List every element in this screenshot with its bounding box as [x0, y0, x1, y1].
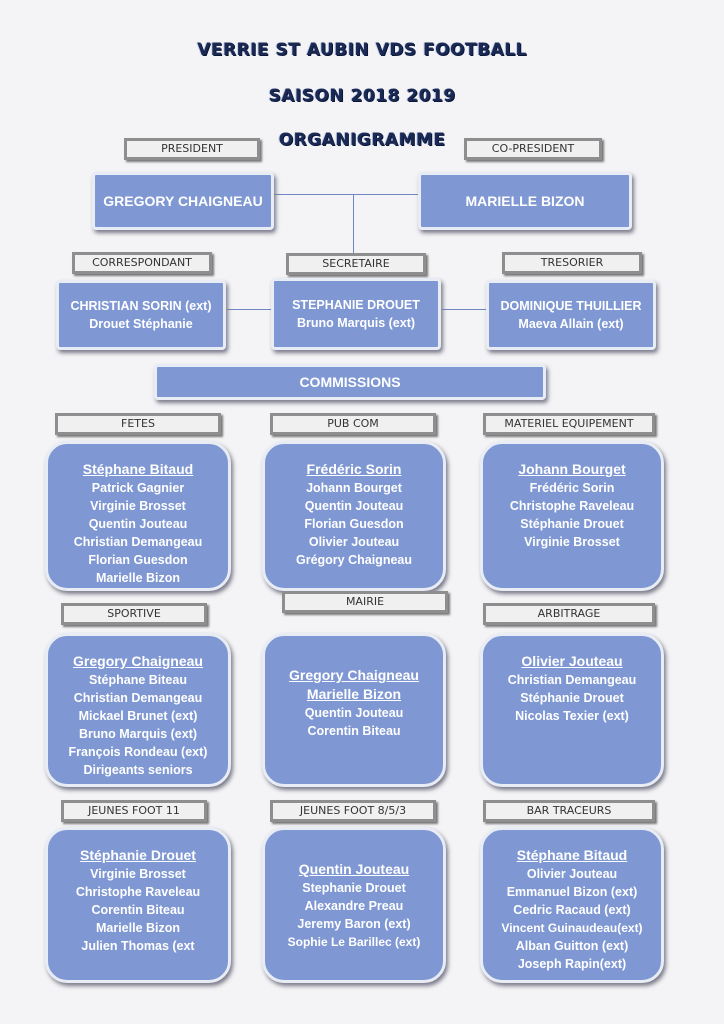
- chart-title: ORGANIGRAMME: [278, 130, 446, 150]
- correspondant-box: CHRISTIAN SORIN (ext) Drouet Stéphanie: [56, 280, 226, 350]
- commission-member: Frédéric Sorin: [529, 481, 615, 495]
- commission-member: Emmanuel Bizon (ext): [506, 885, 638, 899]
- secretaire-label: SECRETAIRE: [286, 253, 426, 275]
- tresorier-name-2: Maeva Allain (ext): [518, 317, 624, 331]
- commission-label: MATERIEL EQUIPEMENT: [483, 413, 655, 435]
- secretaire-name-2: Bruno Marquis (ext): [296, 316, 416, 330]
- commission-member: Mickael Brunet (ext): [78, 709, 198, 723]
- commission-member: Christian Demangeau: [73, 535, 203, 549]
- tresorier-label: TRESORIER: [502, 252, 642, 274]
- commission-member: Stephanie Drouet: [302, 881, 406, 895]
- commission-member: Christian Demangeau: [507, 673, 637, 687]
- commission-head: Gregory Chaigneau: [289, 667, 419, 683]
- commission-member: Florian Guesdon: [304, 517, 404, 531]
- tresorier-box: DOMINIQUE THUILLIER Maeva Allain (ext): [486, 280, 656, 350]
- commission-member: Corentin Biteau: [91, 903, 185, 917]
- commission-member: Corentin Biteau: [307, 724, 401, 738]
- correspondant-label: CORRESPONDANT: [72, 252, 212, 274]
- commission-member: Marielle Bizon: [95, 921, 181, 935]
- commission-member: Cedric Racaud (ext): [513, 903, 631, 917]
- commission-member: Marielle Bizon: [95, 571, 181, 585]
- connector-pres-copres: [272, 194, 418, 195]
- connector-vertical: [353, 194, 354, 254]
- commission-member: Virginie Brosset: [524, 535, 620, 549]
- commission-label: ARBITRAGE: [483, 603, 655, 625]
- commission-member: Christophe Raveleau: [509, 499, 635, 513]
- commission-head: Johann Bourget: [518, 461, 626, 477]
- commission-member: Stéphane Biteau: [89, 673, 187, 687]
- commission-member: Dirigeants seniors: [83, 763, 193, 777]
- commission-label: SPORTIVE: [61, 603, 207, 625]
- president-label: PRESIDENT: [124, 138, 260, 160]
- copresident-box: MARIELLE BIZON: [418, 172, 632, 230]
- commission-head: Olivier Jouteau: [521, 653, 623, 669]
- commissions-header: COMMISSIONS: [154, 364, 546, 400]
- correspondant-name-1: CHRISTIAN SORIN (ext): [70, 299, 212, 313]
- commission-head: Stéphane Bitaud: [516, 847, 628, 863]
- secretaire-name-1: STEPHANIE DROUET: [292, 298, 420, 312]
- connector-corr-secr: [227, 309, 272, 310]
- commission-label: MAIRIE: [282, 591, 448, 613]
- commission-member: Stéphanie Drouet: [520, 691, 624, 705]
- commission-member: Virginie Brosset: [90, 499, 186, 513]
- president-box: GREGORY CHAIGNEAU: [92, 172, 274, 230]
- commission-member: Quentin Jouteau: [304, 706, 404, 720]
- commission-member: Olivier Jouteau: [308, 535, 400, 549]
- commission-label: BAR TRACEURS: [483, 800, 655, 822]
- commission-member: Joseph Rapin(ext): [517, 957, 627, 971]
- copresident-label: CO-PRESIDENT: [464, 138, 602, 160]
- commission-member: Julien Thomas (ext: [81, 939, 195, 953]
- season-title: SAISON 2018 2019: [268, 86, 456, 106]
- commission-member: Stéphanie Drouet: [520, 517, 624, 531]
- commission-member: Virginie Brosset: [90, 867, 186, 881]
- commission-member: Alban Guitton (ext): [515, 939, 629, 953]
- club-title: VERRIE ST AUBIN VDS FOOTBALL: [197, 40, 527, 60]
- commission-member: Vincent Guinaudeau(ext): [501, 921, 643, 935]
- commission-head: Stéphanie Drouet: [80, 847, 196, 863]
- commission-member: Grégory Chaigneau: [296, 553, 412, 567]
- commission-member: Florian Guesdon: [88, 553, 188, 567]
- tresorier-name-1: DOMINIQUE THUILLIER: [500, 299, 642, 313]
- commission-head: Quentin Jouteau: [298, 861, 410, 877]
- correspondant-name-2: Drouet Stéphanie: [89, 317, 193, 331]
- copresident-name: MARIELLE BIZON: [465, 193, 585, 209]
- president-name: GREGORY CHAIGNEAU: [103, 193, 263, 209]
- commission-member: Sophie Le Barillec (ext): [287, 935, 421, 949]
- secretaire-box: STEPHANIE DROUET Bruno Marquis (ext): [271, 278, 441, 350]
- commission-member: Quentin Jouteau: [88, 517, 188, 531]
- commission-member: Patrick Gagnier: [91, 481, 185, 495]
- commission-member: Bruno Marquis (ext): [78, 727, 198, 741]
- commission-member: Jeremy Baron (ext): [297, 917, 411, 931]
- commission-label: JEUNES FOOT 8/5/3: [270, 800, 436, 822]
- commission-member: Christophe Raveleau: [75, 885, 201, 899]
- commission-label: FETES: [55, 413, 221, 435]
- commissions-title: COMMISSIONS: [299, 374, 401, 390]
- commission-label: JEUNES FOOT 11: [61, 800, 207, 822]
- commission-head: Gregory Chaigneau: [73, 653, 203, 669]
- commission-head: Frédéric Sorin: [306, 461, 402, 477]
- commission-member: Quentin Jouteau: [304, 499, 404, 513]
- commission-member: Nicolas Texier (ext): [515, 709, 629, 723]
- connector-secr-treso: [442, 309, 486, 310]
- commission-member: Alexandre Preau: [304, 899, 404, 913]
- commission-label: PUB COM: [270, 413, 436, 435]
- commission-head: Stéphane Bitaud: [82, 461, 194, 477]
- commission-member: Olivier Jouteau: [526, 867, 618, 881]
- commission-head: Marielle Bizon: [306, 686, 402, 702]
- commission-member: Christian Demangeau: [73, 691, 203, 705]
- commission-member: François Rondeau (ext): [68, 745, 208, 759]
- commission-member: Johann Bourget: [306, 481, 402, 495]
